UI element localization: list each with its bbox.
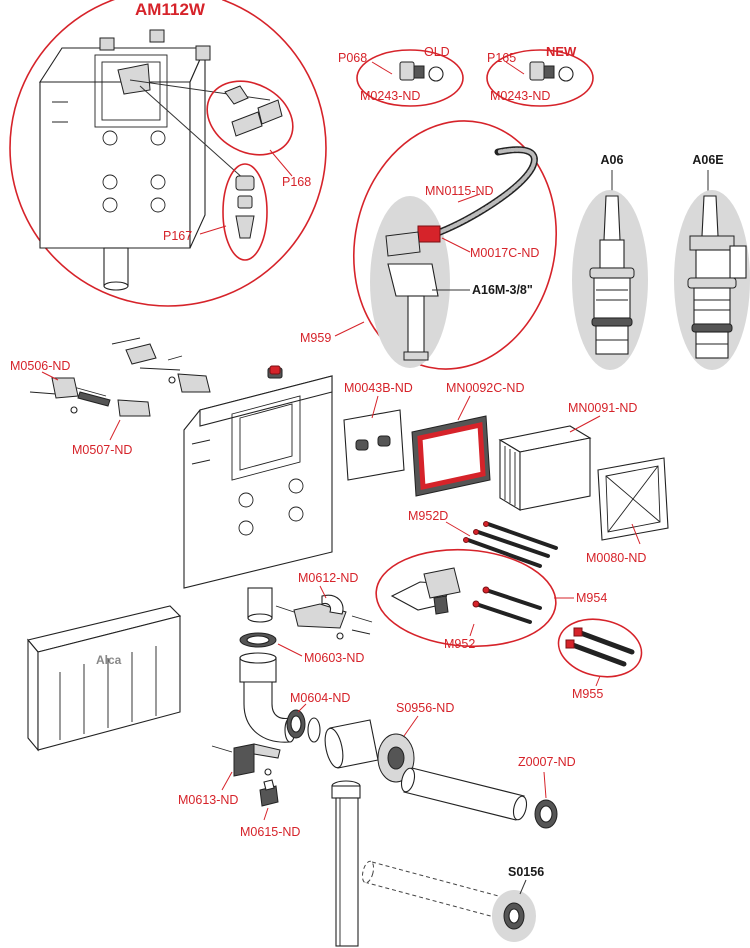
m955-ring bbox=[557, 618, 643, 678]
label-m0613: M0613-ND bbox=[178, 793, 238, 807]
am112w-detail-ring bbox=[9, 0, 327, 307]
s0956-group: S0956-ND bbox=[377, 701, 528, 821]
label-p068: P068 bbox=[338, 51, 367, 65]
main-cistern bbox=[183, 365, 333, 623]
label-m0017c: M0017C-ND bbox=[470, 246, 539, 260]
m0615-group: M0615-ND bbox=[240, 779, 300, 839]
frames-group: M0043B-ND MN0092C-ND MN0091-ND M0080-ND bbox=[343, 381, 669, 565]
label-p167: P167 bbox=[163, 229, 192, 243]
am112w-cistern bbox=[38, 29, 271, 291]
label-old: OLD bbox=[424, 45, 450, 59]
alca-insulation-box: Alca bbox=[27, 605, 182, 752]
label-m952d: M952D bbox=[408, 509, 448, 523]
label-a06e: A06E bbox=[692, 153, 723, 167]
label-m0603: M0603-ND bbox=[304, 651, 364, 665]
s0156-group: S0156 bbox=[361, 860, 544, 942]
m959-ring bbox=[352, 120, 558, 370]
m0604-group: M0604-ND bbox=[286, 691, 379, 769]
am112w-title: AM112W bbox=[135, 0, 206, 19]
label-a16m: A16M-3/8" bbox=[472, 283, 533, 297]
label-p165: P165 bbox=[487, 51, 516, 65]
label-mn0092c: MN0092C-ND bbox=[446, 381, 525, 395]
p167-ring bbox=[222, 163, 268, 261]
old-valve-ring bbox=[356, 49, 464, 107]
label-m0243-old: M0243-ND bbox=[360, 89, 420, 103]
label-m955: M955 bbox=[572, 687, 603, 701]
fixings-group: M0506-ND M0507-ND bbox=[10, 337, 211, 457]
old-valve-group: P068 OLD M0243-ND bbox=[338, 45, 464, 107]
a06e-group: A06E bbox=[674, 153, 750, 370]
label-a06: A06 bbox=[601, 153, 624, 167]
label-m0080: M0080-ND bbox=[586, 551, 646, 565]
new-valve-group: P165 NEW M0243-ND bbox=[486, 44, 594, 107]
label-m0615: M0615-ND bbox=[240, 825, 300, 839]
label-z0007: Z0007-ND bbox=[518, 755, 576, 769]
p168-group: P168 bbox=[206, 80, 311, 189]
label-m959: M959 bbox=[300, 331, 331, 345]
rods-group: M952D M954 M952 M955 bbox=[375, 509, 643, 701]
label-m952: M952 bbox=[444, 637, 475, 651]
label-mn0115: MN0115-ND bbox=[425, 184, 494, 198]
am112w-detail-group: AM112W bbox=[9, 0, 327, 307]
label-m0043b: M0043B-ND bbox=[344, 381, 413, 395]
label-m954: M954 bbox=[576, 591, 607, 605]
m0613-group: M0613-ND bbox=[178, 743, 281, 807]
p167-group: P167 bbox=[163, 163, 268, 261]
label-m0507: M0507-ND bbox=[72, 443, 132, 457]
label-s0956: S0956-ND bbox=[396, 701, 454, 715]
label-m0612: M0612-ND bbox=[298, 571, 358, 585]
new-valve-ring bbox=[486, 49, 594, 107]
a06-group: A06 bbox=[572, 153, 648, 370]
label-p168: P168 bbox=[282, 175, 311, 189]
label-new: NEW bbox=[546, 44, 577, 59]
alca-logo-text: Alca bbox=[96, 653, 122, 667]
m959-group: MN0115-ND M0017C-ND A16M-3/8" M959 bbox=[300, 120, 558, 370]
z0007-group: Z0007-ND bbox=[518, 755, 576, 829]
m954-ring bbox=[375, 548, 557, 648]
label-s0156: S0156 bbox=[508, 865, 544, 879]
vertical-drain-pipe bbox=[331, 780, 361, 947]
label-m0604: M0604-ND bbox=[290, 691, 350, 705]
m0612-group: M0612-ND bbox=[275, 571, 373, 640]
label-mn0091: MN0091-ND bbox=[568, 401, 637, 415]
label-m0506: M0506-ND bbox=[10, 359, 70, 373]
label-m0243-new: M0243-ND bbox=[490, 89, 550, 103]
p168-ring bbox=[206, 80, 294, 156]
